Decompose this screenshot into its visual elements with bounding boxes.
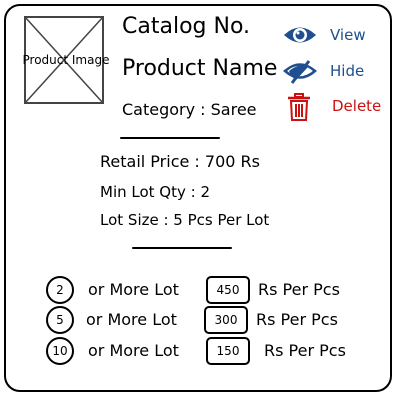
tier-price-field[interactable]: 150 — [206, 337, 250, 365]
tier-lot-count: 5 — [46, 306, 74, 334]
product-category: Category : Saree — [122, 100, 257, 119]
hide-button[interactable]: Hide — [282, 58, 364, 84]
hide-label: Hide — [330, 62, 365, 80]
tier-price-field[interactable]: 300 — [204, 306, 248, 334]
tier-price-field[interactable]: 450 — [206, 276, 250, 304]
catalog-number: Catalog No. — [122, 14, 251, 39]
price-tier-row: 5 or More Lot 300 Rs Per Pcs — [46, 306, 386, 336]
product-card — [4, 4, 392, 392]
view-button[interactable]: View — [282, 22, 366, 48]
lot-size: Lot Size : 5 Pcs Per Lot — [100, 211, 270, 229]
delete-button[interactable]: Delete — [284, 93, 382, 121]
retail-price: Retail Price : 700 Rs — [100, 152, 260, 171]
view-label: View — [330, 26, 366, 44]
tier-label: or More Lot — [88, 280, 179, 299]
tier-lot-count: 2 — [46, 276, 74, 304]
divider — [120, 137, 220, 139]
product-image-label: Product Image — [22, 53, 110, 67]
tier-label: or More Lot — [86, 310, 177, 329]
product-image: Product Image — [23, 16, 109, 104]
divider — [132, 247, 232, 249]
eye-slash-icon — [282, 58, 318, 84]
product-name: Product Name — [122, 56, 278, 81]
trash-icon — [284, 93, 314, 121]
tier-unit: Rs Per Pcs — [256, 310, 338, 329]
price-tier-row: 2 or More Lot 450 Rs Per Pcs — [46, 276, 386, 306]
tier-label: or More Lot — [88, 341, 179, 360]
min-lot-qty: Min Lot Qty : 2 — [100, 183, 211, 201]
price-tier-row: 10 or More Lot 150 Rs Per Pcs — [46, 337, 386, 367]
eye-icon — [282, 22, 318, 48]
tier-unit: Rs Per Pcs — [264, 341, 346, 360]
delete-label: Delete — [332, 97, 382, 115]
tier-lot-count: 10 — [46, 337, 74, 365]
image-placeholder-icon — [24, 16, 104, 104]
tier-unit: Rs Per Pcs — [258, 280, 340, 299]
